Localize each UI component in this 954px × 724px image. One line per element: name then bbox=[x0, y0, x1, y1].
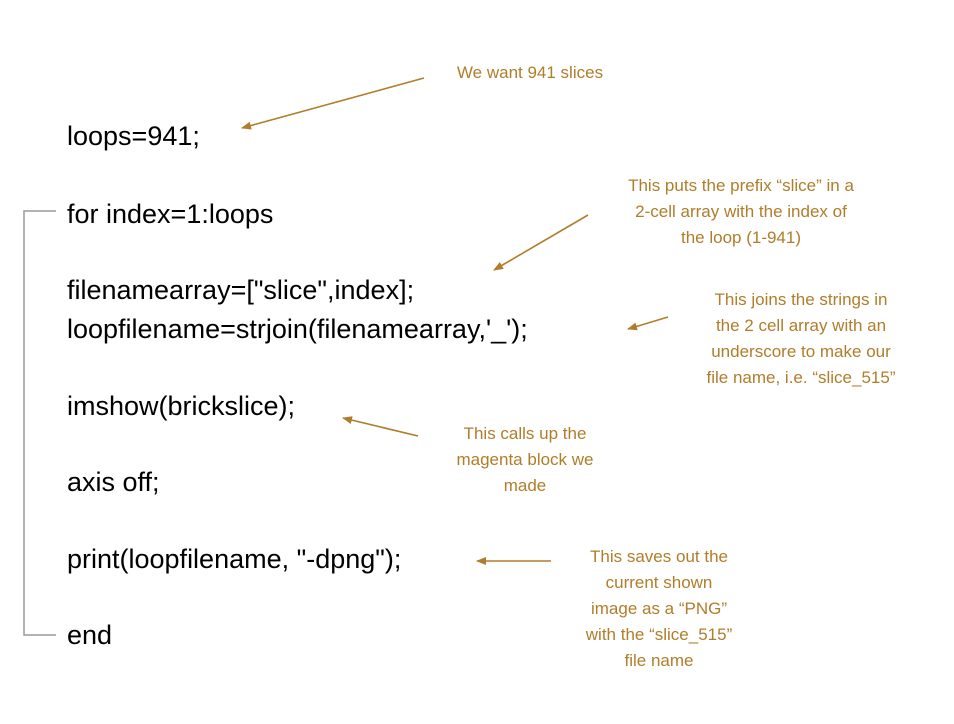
annotation-join: This joins the strings in the 2 cell arr… bbox=[707, 287, 896, 391]
code-line-for: for index=1:loops bbox=[67, 199, 274, 229]
code-line-loops: loops=941; bbox=[67, 121, 200, 151]
annotation-print-line-4: with the “slice_515” bbox=[585, 625, 733, 644]
annotation-prefix: This puts the prefix “slice” in a 2-cell… bbox=[628, 173, 854, 251]
arrow-to-loops bbox=[241, 77, 425, 130]
annotation-imshow-line-3: made bbox=[503, 476, 547, 495]
annotation-print-line-5: file name bbox=[624, 651, 694, 670]
annotation-prefix-line-1: This puts the prefix “slice” in a bbox=[628, 176, 854, 195]
code-line-axis: axis off; bbox=[67, 467, 160, 497]
arrow-to-filenamearray bbox=[493, 214, 589, 271]
annotation-print-line-1: This saves out the bbox=[590, 547, 728, 566]
annotation-print: This saves out the current shown image a… bbox=[586, 544, 732, 674]
annotation-imshow-line-2: magenta block we bbox=[456, 450, 594, 469]
loop-bracket bbox=[23, 210, 56, 636]
annotation-print-line-2: current shown bbox=[605, 573, 713, 592]
code-line-filenamearray: filenamearray=["slice",index]; bbox=[67, 275, 415, 305]
annotation-prefix-line-3: the loop (1-941) bbox=[680, 228, 802, 247]
code-line-print: print(loopfilename, "-dpng"); bbox=[67, 544, 402, 574]
annotation-imshow: This calls up the magenta block we made bbox=[456, 421, 593, 499]
annotation-slices: We want 941 slices bbox=[457, 60, 603, 86]
annotation-slices-line-1: We want 941 slices bbox=[456, 63, 604, 82]
annotation-prefix-line-2: 2-cell array with the index of bbox=[635, 202, 847, 221]
annotation-join-line-4: file name, i.e. “slice_515” bbox=[706, 368, 896, 387]
arrow-to-imshow bbox=[342, 416, 419, 437]
code-line-end: end bbox=[67, 620, 113, 650]
arrow-to-loopfilename bbox=[627, 316, 669, 331]
annotation-join-line-2: the 2 cell array with an bbox=[715, 316, 887, 335]
annotation-join-line-1: This joins the strings in bbox=[714, 290, 888, 309]
annotation-print-line-3: image as a “PNG” bbox=[590, 599, 728, 618]
code-line-loopfilename: loopfilename=strjoin(filenamearray,'_'); bbox=[67, 314, 528, 344]
code-line-imshow: imshow(brickslice); bbox=[67, 391, 296, 421]
annotation-imshow-line-1: This calls up the bbox=[463, 424, 587, 443]
annotation-join-line-3: underscore to make our bbox=[711, 342, 891, 361]
